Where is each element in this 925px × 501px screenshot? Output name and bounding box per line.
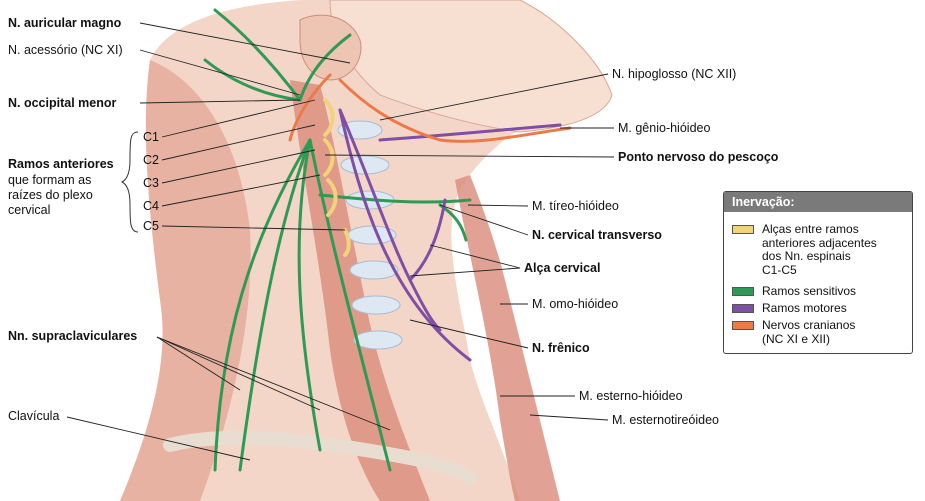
- legend-swatch-motor: [732, 304, 754, 313]
- legend-swatch-cranial: [732, 321, 754, 330]
- legend-text: Ramos sensitivos: [762, 284, 857, 298]
- label-ramos-line4: cervical: [8, 203, 51, 217]
- label-omo-hioideo: M. omo-hióideo: [532, 297, 619, 311]
- legend-text: dos Nn. espinais: [762, 249, 851, 263]
- label-supraclaviculares: Nn. supraclaviculares: [8, 329, 138, 343]
- label-esternotireoideo: M. esternotireóideo: [612, 413, 720, 427]
- label-esterno-hioideo: M. esterno-hióideo: [579, 389, 683, 403]
- label-frenico: N. frênico: [532, 341, 590, 355]
- label-ramos-anteriores: Ramos anteriores: [8, 157, 114, 171]
- label-c4: C4: [143, 199, 159, 213]
- label-c2: C2: [143, 153, 159, 167]
- label-genio-hioideo: M. gênio-hióideo: [618, 121, 711, 135]
- label-alca-cervical: Alça cervical: [524, 261, 601, 275]
- anterior-rami-loops: [323, 98, 351, 257]
- legend-text: C1-C5: [762, 262, 797, 277]
- legend-text: anteriores adjacentes: [762, 235, 877, 250]
- legend-title: Inervação:: [724, 192, 912, 212]
- label-hipoglosso: N. hipoglosso (NC XII): [612, 67, 737, 81]
- legend-text: (NC XI e XII): [762, 331, 831, 346]
- legend-text: Nervos cranianos: [762, 318, 856, 332]
- innervation-legend: Inervação: Alças entre ramos anteriores …: [723, 191, 913, 354]
- label-acessorio: N. acessório (NC XI): [8, 43, 123, 57]
- label-occipital-menor: N. occipital menor: [8, 96, 117, 110]
- c1-c5-brace: [120, 131, 139, 233]
- label-ponto-nervoso: Ponto nervoso do pescoço: [618, 150, 779, 164]
- cranial-nerves: [288, 73, 572, 143]
- leader-lines: [66, 22, 615, 461]
- label-auricular-magno: N. auricular magno: [8, 16, 122, 30]
- legend-text: Ramos motores: [762, 301, 847, 315]
- label-ramos-line3: raízes do plexo: [8, 188, 93, 202]
- label-clavicula: Clavícula: [8, 409, 60, 423]
- label-cervical-transverso: N. cervical transverso: [532, 228, 662, 242]
- label-ramos-line2: que formam as: [8, 173, 92, 187]
- label-tireo-hioideo: M. tíreo-hióideo: [532, 199, 619, 213]
- motor-nerves: [338, 108, 562, 362]
- label-c3: C3: [143, 176, 159, 190]
- legend-swatch-sensory: [732, 287, 754, 296]
- neck-anatomy-background: [120, 0, 613, 501]
- legend-text: Alças entre ramos: [762, 222, 859, 236]
- label-c5: C5: [143, 219, 159, 233]
- label-c1: C1: [143, 130, 159, 144]
- legend-swatch-loops: [732, 225, 754, 234]
